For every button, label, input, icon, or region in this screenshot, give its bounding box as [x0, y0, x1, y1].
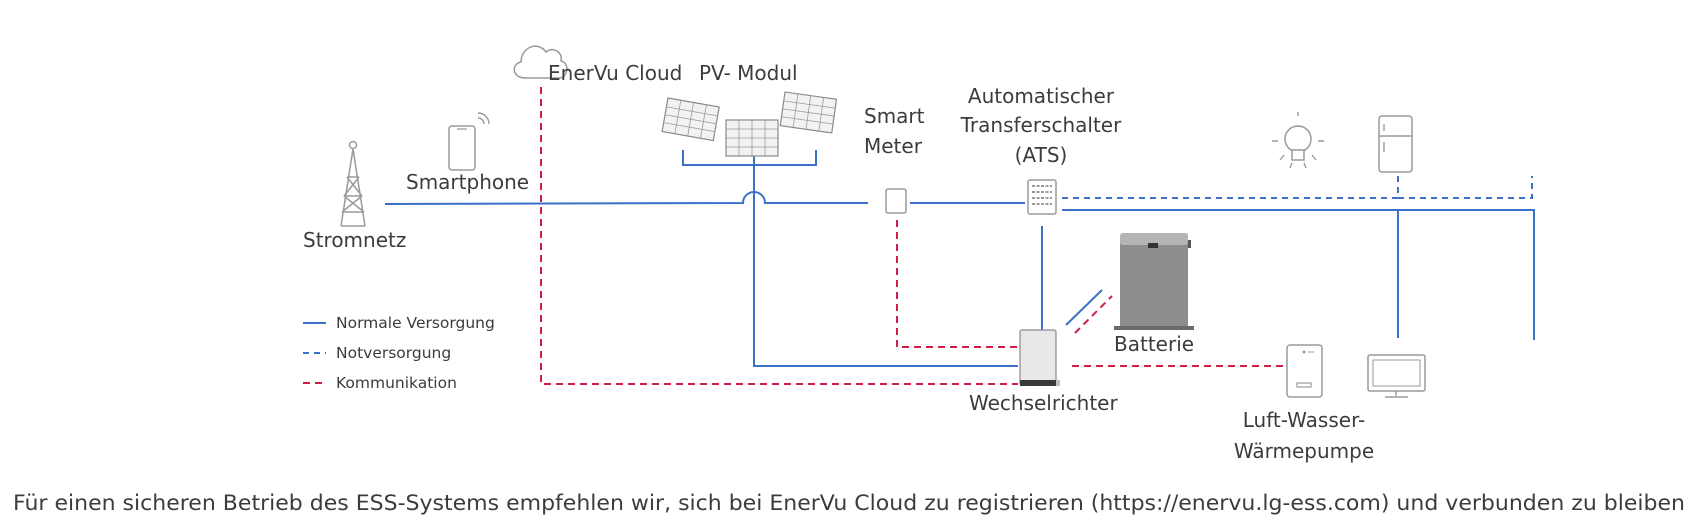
pv-inverter-line	[753, 203, 1018, 367]
label-smartphone: Smartphone	[406, 170, 529, 194]
legend: Normale Versorgung Notversorgung Kommuni…	[303, 314, 495, 392]
label-grid: Stromnetz	[303, 228, 406, 252]
refrigerator-icon	[1378, 115, 1413, 173]
monitor-icon	[1367, 354, 1426, 398]
legend-emergency-label: Notversorgung	[336, 344, 451, 362]
label-battery: Batterie	[1114, 332, 1194, 356]
label-smart-meter-2: Meter	[864, 134, 923, 158]
label-ats-1: Automatischer	[968, 84, 1115, 108]
connection-lines	[384, 87, 1535, 385]
battery-icon	[1114, 233, 1194, 330]
light-bulb-icon	[1272, 112, 1324, 169]
pv-combiner-line	[682, 150, 817, 203]
solar-panel-icon	[661, 91, 838, 157]
ats-loads-line	[1062, 209, 1535, 340]
transmission-tower-icon	[340, 140, 366, 227]
inverter-icon	[1019, 329, 1060, 386]
footer-note: Für einen sicheren Betrieb des ESS-Syste…	[13, 491, 1685, 515]
label-inverter: Wechselrichter	[969, 391, 1118, 415]
smart-meter-icon	[885, 188, 907, 214]
ats-emergency-line	[1062, 172, 1533, 199]
legend-normal-label: Normale Versorgung	[336, 314, 495, 332]
cloud-inverter-comm	[540, 87, 1018, 385]
smartphone-icon	[448, 112, 490, 171]
battery-link-line-2	[1074, 295, 1113, 334]
label-heatpump-1: Luft-Wasser-	[1243, 408, 1365, 432]
label-ats-3: (ATS)	[1015, 143, 1068, 167]
label-smart-meter-1: Smart	[864, 104, 925, 128]
cloud-icon	[513, 45, 568, 79]
label-heatpump-2: Wärmepumpe	[1234, 439, 1374, 463]
label-pv-module: PV- Modul	[699, 61, 798, 85]
ats-icon	[1027, 179, 1057, 215]
label-ats-2: Transferschalter	[960, 113, 1122, 137]
label-cloud: EnerVu Cloud	[548, 61, 682, 85]
legend-communication-label: Kommunikation	[336, 374, 457, 392]
battery-link-line-1	[1065, 289, 1103, 326]
meter-inverter-comm	[896, 220, 1018, 348]
heat-pump-icon	[1286, 344, 1323, 398]
